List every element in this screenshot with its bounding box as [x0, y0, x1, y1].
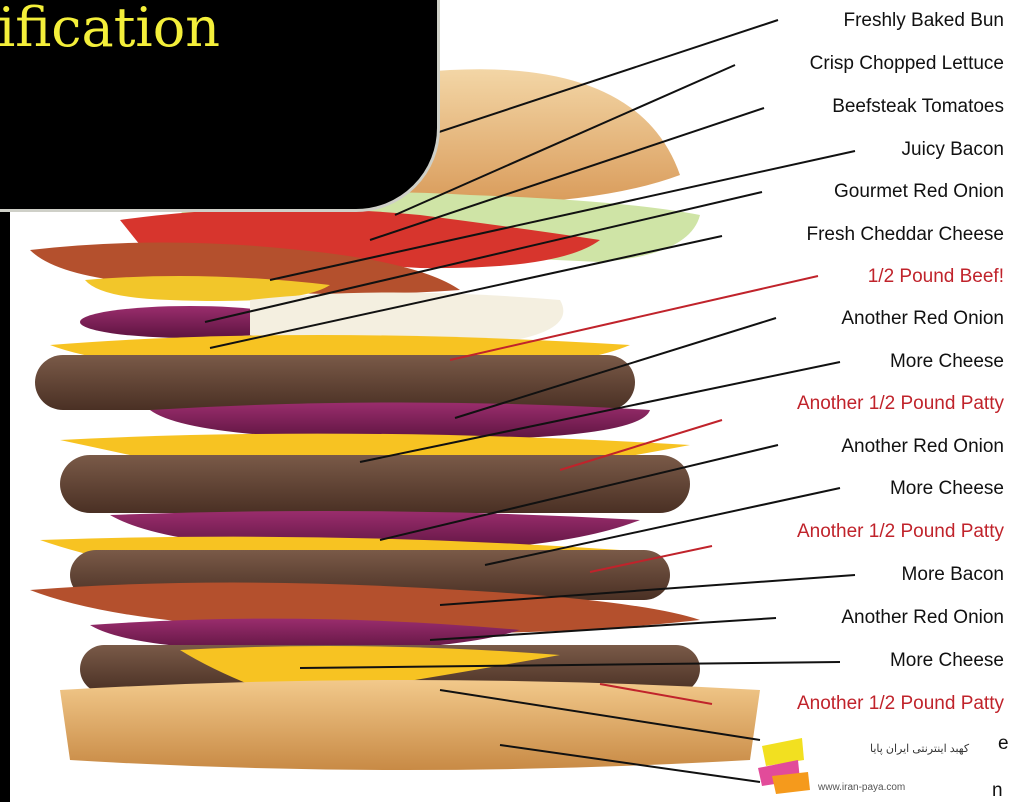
watermark-text: کهبد اینترنتی ایران پایا — [870, 742, 969, 755]
label-more-cheese-3: More Cheese — [890, 650, 1004, 672]
label-fresh-cheddar-cheese: Fresh Cheddar Cheese — [807, 224, 1005, 246]
label-more-cheese-1: More Cheese — [890, 351, 1004, 373]
label-another-red-onion-2: Another Red Onion — [841, 436, 1004, 458]
label-gourmet-red-onion: Gourmet Red Onion — [834, 181, 1004, 203]
red-leaders — [450, 276, 818, 704]
label-another-patty-1: Another 1/2 Pound Patty — [797, 393, 1004, 415]
label-juicy-bacon: Juicy Bacon — [902, 139, 1004, 161]
left-border-bar — [0, 212, 10, 802]
label-more-cheese-2: More Cheese — [890, 478, 1004, 500]
label-another-red-onion-3: Another Red Onion — [841, 607, 1004, 629]
watermark-url: www.iran-paya.com — [818, 782, 905, 793]
label-half-pound-beef: 1/2 Pound Beef! — [868, 266, 1004, 288]
label-another-red-onion-1: Another Red Onion — [841, 308, 1004, 330]
label-beefsteak-tomatoes: Beefsteak Tomatoes — [832, 96, 1004, 118]
label-another-patty-3: Another 1/2 Pound Patty — [797, 693, 1004, 715]
label-another-patty-2: Another 1/2 Pound Patty — [797, 521, 1004, 543]
label-crisp-chopped-lettuce: Crisp Chopped Lettuce — [810, 53, 1004, 75]
slide-title: ification — [0, 0, 220, 58]
label-more-bacon: More Bacon — [902, 564, 1004, 586]
label-freshly-baked-bun: Freshly Baked Bun — [843, 10, 1004, 32]
